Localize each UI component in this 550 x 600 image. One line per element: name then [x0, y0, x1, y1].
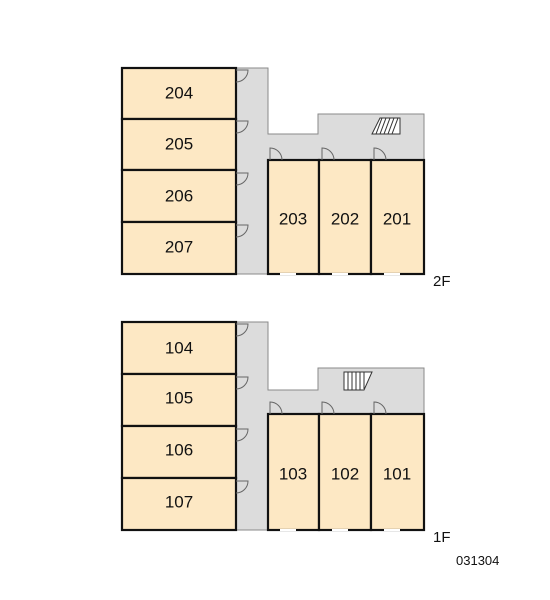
room-label-201: 201: [383, 209, 411, 228]
room-label-206: 206: [165, 186, 193, 205]
room-label-102: 102: [331, 464, 359, 483]
room-201: [369, 158, 426, 276]
door-icon: [269, 401, 387, 415]
staircase-icon: [343, 371, 373, 391]
door-icon: [269, 147, 387, 161]
room-label-107: 107: [165, 492, 193, 511]
floor-label-2f: 2F: [433, 273, 451, 290]
room-101: [369, 412, 426, 532]
room-label-105: 105: [165, 388, 193, 407]
room-204: [120, 66, 238, 121]
room-label-103: 103: [279, 464, 307, 483]
door-icon: [235, 323, 249, 494]
corridor-2f: [235, 67, 425, 275]
room-label-205: 205: [165, 134, 193, 153]
staircase-icon: [371, 117, 401, 135]
room-203: [266, 158, 321, 276]
floor-1f: 104 105 106 107 103 102 101 1F: [120, 320, 451, 546]
room-label-101: 101: [383, 464, 411, 483]
floor-label-1f: 1F: [433, 529, 451, 546]
room-label-203: 203: [279, 209, 307, 228]
door-icon: [235, 69, 249, 238]
room-label-104: 104: [165, 338, 193, 357]
room-103: [266, 412, 321, 532]
room-105: [120, 372, 238, 428]
room-label-106: 106: [165, 440, 193, 459]
corridor-1f: [235, 321, 425, 531]
plan-code: 031304: [456, 553, 499, 568]
room-label-207: 207: [165, 237, 193, 256]
room-107: [120, 476, 238, 532]
room-label-204: 204: [165, 83, 193, 102]
floor-2f: 204 205 206 207 203 202 201 2F: [120, 66, 451, 290]
room-label-202: 202: [331, 209, 359, 228]
room-207: [120, 220, 238, 276]
room-104: [120, 320, 238, 376]
